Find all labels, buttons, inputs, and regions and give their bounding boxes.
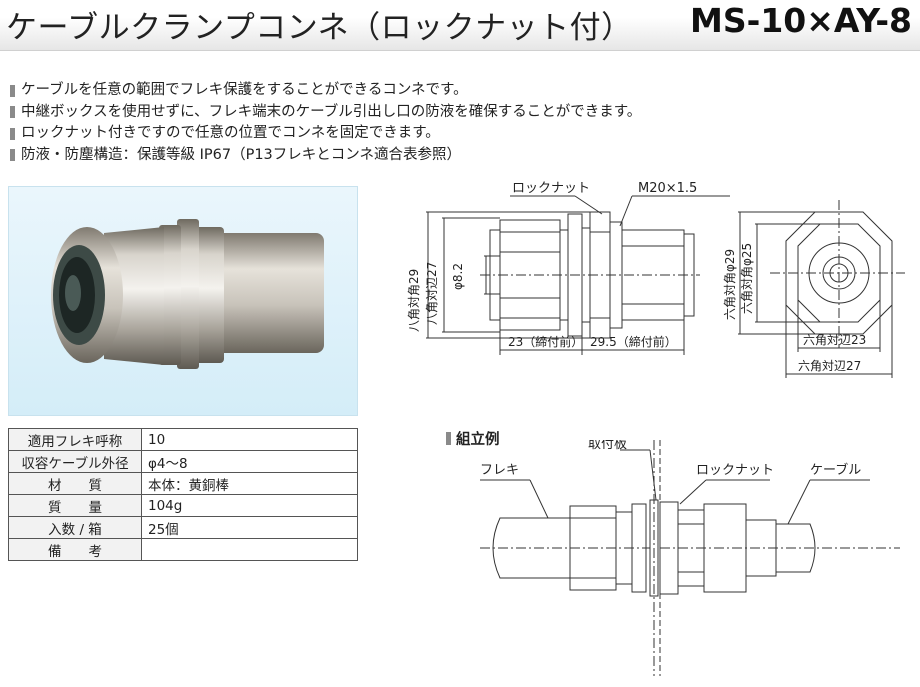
feature-item: ロックナット付きですので任意の位置でコンネを固定できます。 — [10, 123, 641, 145]
svg-text:M20×1.5: M20×1.5 — [638, 181, 697, 196]
feature-item: 防液・防塵構造：保護等級 IP67（P13フレキとコンネ適合表参照） — [10, 145, 641, 167]
table-row: 備 考 — [8, 538, 358, 561]
svg-text:23（締付前）: 23（締付前） — [508, 334, 583, 349]
bullet-marker — [10, 84, 15, 97]
product-photo — [8, 186, 358, 416]
svg-text:29.5（締付前）: 29.5（締付前） — [590, 334, 677, 349]
svg-text:六角対角φ25: 六角対角φ25 — [740, 243, 754, 314]
assembly-title: 組立例 — [446, 428, 500, 449]
svg-text:六角対角φ29: 六角対角φ29 — [723, 249, 737, 320]
svg-text:八角対角29: 八角対角29 — [407, 269, 421, 332]
svg-text:ケーブル: ケーブル — [810, 462, 861, 478]
svg-text:フレキ: フレキ — [480, 463, 519, 478]
svg-text:ロックナット: ロックナット — [512, 181, 590, 196]
bullet-marker — [446, 432, 451, 445]
bullet-marker — [10, 106, 15, 119]
model-number: MS-10×AY-8 — [690, 1, 912, 40]
bullet-marker — [10, 127, 15, 140]
table-row: 材 質本体：黄銅棒 — [8, 472, 358, 495]
svg-text:取付板: 取付板 — [588, 440, 627, 452]
title-bar: ケーブルクランプコンネ（ロックナット付） MS-10×AY-8 — [0, 0, 920, 51]
svg-text:φ8.2: φ8.2 — [451, 263, 465, 290]
dimension-drawing: ロックナット M20×1.5 23（締付前） 29.5（締付前） 八角対角29 … — [407, 181, 905, 378]
svg-text:ロックナット: ロックナット — [696, 463, 774, 478]
bullet-marker — [10, 149, 15, 162]
feature-item: ケーブルを任意の範囲でフレキ保護をすることができるコンネです。 — [10, 80, 641, 102]
page-title: ケーブルクランプコンネ（ロックナット付） — [6, 10, 633, 46]
feature-item: 中継ボックスを使用せずに、フレキ端末のケーブル引出し口の防液を確保することができ… — [10, 102, 641, 124]
svg-text:六角対辺27: 六角対辺27 — [798, 359, 861, 373]
svg-text:八角対辺27: 八角対辺27 — [425, 262, 439, 325]
svg-text:六角対辺23: 六角対辺23 — [803, 333, 866, 347]
assembly-drawing: フレキ 取付板 ロックナット ケーブル — [480, 440, 900, 676]
connector-body-photo — [51, 219, 324, 369]
feature-list: ケーブルを任意の範囲でフレキ保護をすることができるコンネです。 中継ボックスを使… — [10, 80, 641, 166]
